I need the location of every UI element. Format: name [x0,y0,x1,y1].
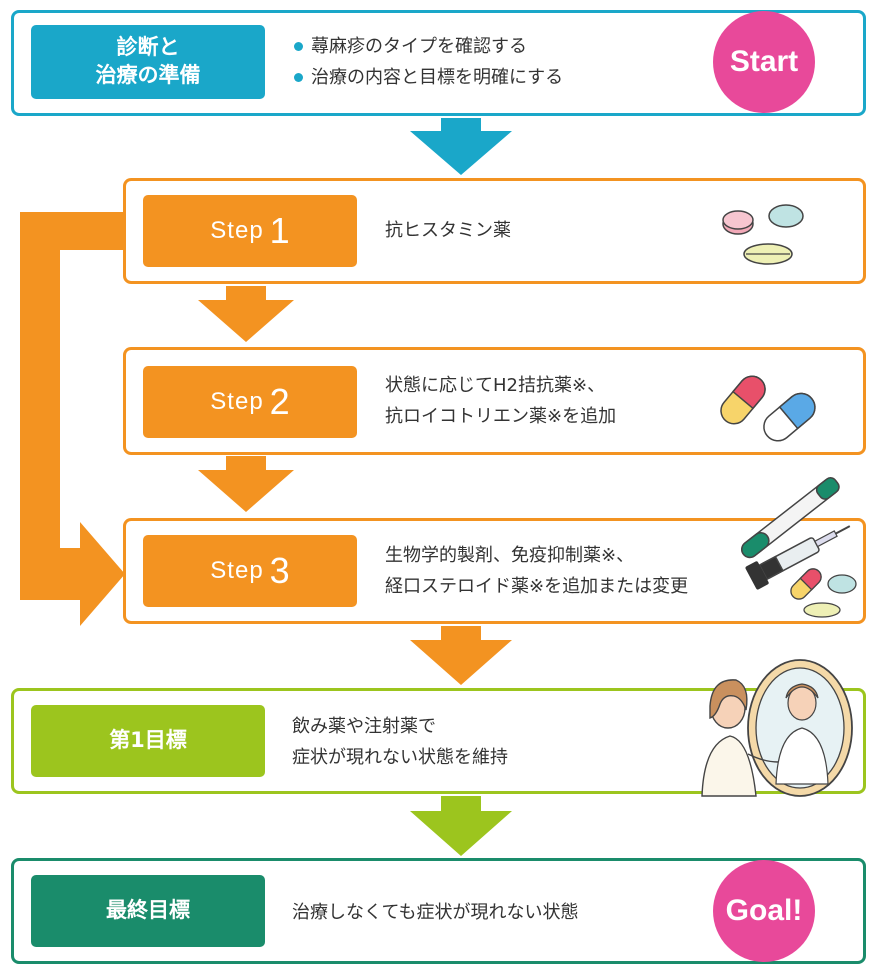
mirror-woman-illustration [701,659,853,797]
step3-word: Step [210,557,264,584]
final-desc: 治療しなくても症状が現れない状態 [292,902,579,923]
step1-word: Step [210,217,264,244]
goal1-label: 第1目標 [31,705,265,777]
arrow-step3-to-goal1 [410,626,512,685]
pills-icon [722,204,804,265]
injection-pen-icon [741,477,840,559]
step2-word: Step [210,388,264,415]
arrow-step1-to-step2 [198,286,294,342]
final-label: 最終目標 [31,875,265,947]
goal1-desc: 飲み薬や注射薬で 症状が現れない状態を維持 [292,716,508,768]
prep-bullets: 蕁麻疹のタイプを確認する 治療の内容と目標を明確にする [291,31,563,93]
step1-desc: 抗ヒスタミン薬 [385,220,511,241]
syringe-icon [745,525,851,590]
prep-bullet-1: 蕁麻疹のタイプを確認する [291,31,563,62]
step3-number: 3 [269,550,290,591]
prep-label: 診断と 治療の準備 [31,25,265,99]
pills-icon-small [790,568,857,618]
prep-bullet-2: 治療の内容と目標を明確にする [291,62,563,93]
step1-number: 1 [269,210,290,251]
step3-desc: 生物学的製剤、免疫抑制薬※、 経口ステロイド薬※を追加または変更 [385,545,689,597]
goal-badge: Goal! [713,860,815,962]
arrow-step2-to-step3 [198,456,294,512]
capsules-icon [720,375,816,442]
arrow-bypass-step1-to-step3 [20,212,125,626]
step2-desc: 状態に応じてH2拮抗薬※、 抗ロイコトリエン薬※を追加 [385,375,617,427]
arrow-goal1-to-final [410,796,512,856]
arrow-prep-to-step1 [410,118,512,175]
step2-number: 2 [269,381,290,422]
start-badge: Start [713,11,815,113]
